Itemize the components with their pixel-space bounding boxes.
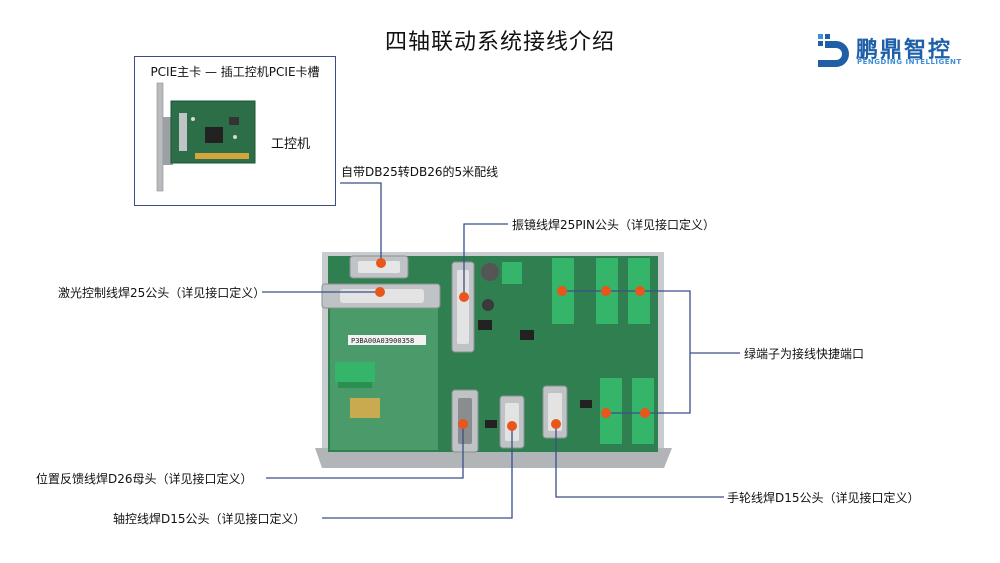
capacitor bbox=[481, 263, 499, 281]
marker-axis bbox=[507, 421, 517, 431]
terminal-block-left bbox=[335, 362, 375, 382]
marker-terminal-5 bbox=[640, 408, 650, 418]
page-title: 四轴联动系统接线介绍 bbox=[384, 30, 615, 55]
marker-galvo bbox=[459, 292, 469, 302]
chassis-flange bbox=[315, 448, 672, 468]
logo-subtext: PENGDING INTELLIGENT bbox=[857, 58, 962, 66]
pin-header bbox=[350, 398, 380, 418]
serial-sticker bbox=[348, 335, 426, 345]
marker-laser bbox=[375, 287, 385, 297]
pcie-card-box: PCIE主卡 — 插工控机PCIE卡槽 工控机 bbox=[134, 56, 336, 206]
label-cable: 自带DB25转DB26的5米配线 bbox=[341, 165, 499, 179]
pcie-card-illustration bbox=[156, 82, 256, 192]
marker-terminal-1 bbox=[557, 286, 567, 296]
marker-feedback bbox=[458, 419, 468, 429]
leader-feedback bbox=[266, 426, 464, 479]
label-handwheel: 手轮线焊D15公头（详见接口定义） bbox=[727, 491, 920, 505]
ipc-label: 工控机 bbox=[271, 137, 311, 152]
label-laser: 激光控制线焊25公头（详见接口定义） bbox=[58, 286, 266, 300]
leader-axis bbox=[322, 428, 513, 519]
marker-terminal-4 bbox=[601, 408, 611, 418]
label-galvo: 振镜线焊25PIN公头（详见接口定义） bbox=[512, 218, 716, 232]
terminal-block-4 bbox=[600, 378, 622, 444]
marker-handwheel bbox=[551, 419, 561, 429]
leader-cable bbox=[340, 182, 382, 262]
label-axis: 轴控线焊D15公头（详见接口定义） bbox=[113, 512, 306, 526]
leader-lines bbox=[262, 182, 740, 519]
serial-number: P3BA00A03900358 bbox=[351, 337, 414, 345]
pcie-card-caption: PCIE主卡 — 插工控机PCIE卡槽 bbox=[150, 65, 320, 79]
marker-terminal-2 bbox=[601, 286, 611, 296]
leader-galvo bbox=[463, 223, 508, 297]
port-markers bbox=[375, 258, 650, 431]
label-terminal: 绿端子为接线快捷端口 bbox=[744, 347, 865, 361]
label-feedback: 位置反馈线焊D26母头（详见接口定义） bbox=[36, 472, 253, 486]
leader-handwheel bbox=[555, 425, 724, 498]
marker-cable bbox=[376, 258, 386, 268]
marker-terminal-3 bbox=[635, 286, 645, 296]
company-logo: 鹏鼎智控 PENGDING INTELLIGENT bbox=[816, 30, 966, 70]
terminal-block-small bbox=[502, 262, 522, 284]
logo-text: 鹏鼎智控 bbox=[856, 38, 953, 63]
logo-mark-icon bbox=[818, 34, 849, 67]
